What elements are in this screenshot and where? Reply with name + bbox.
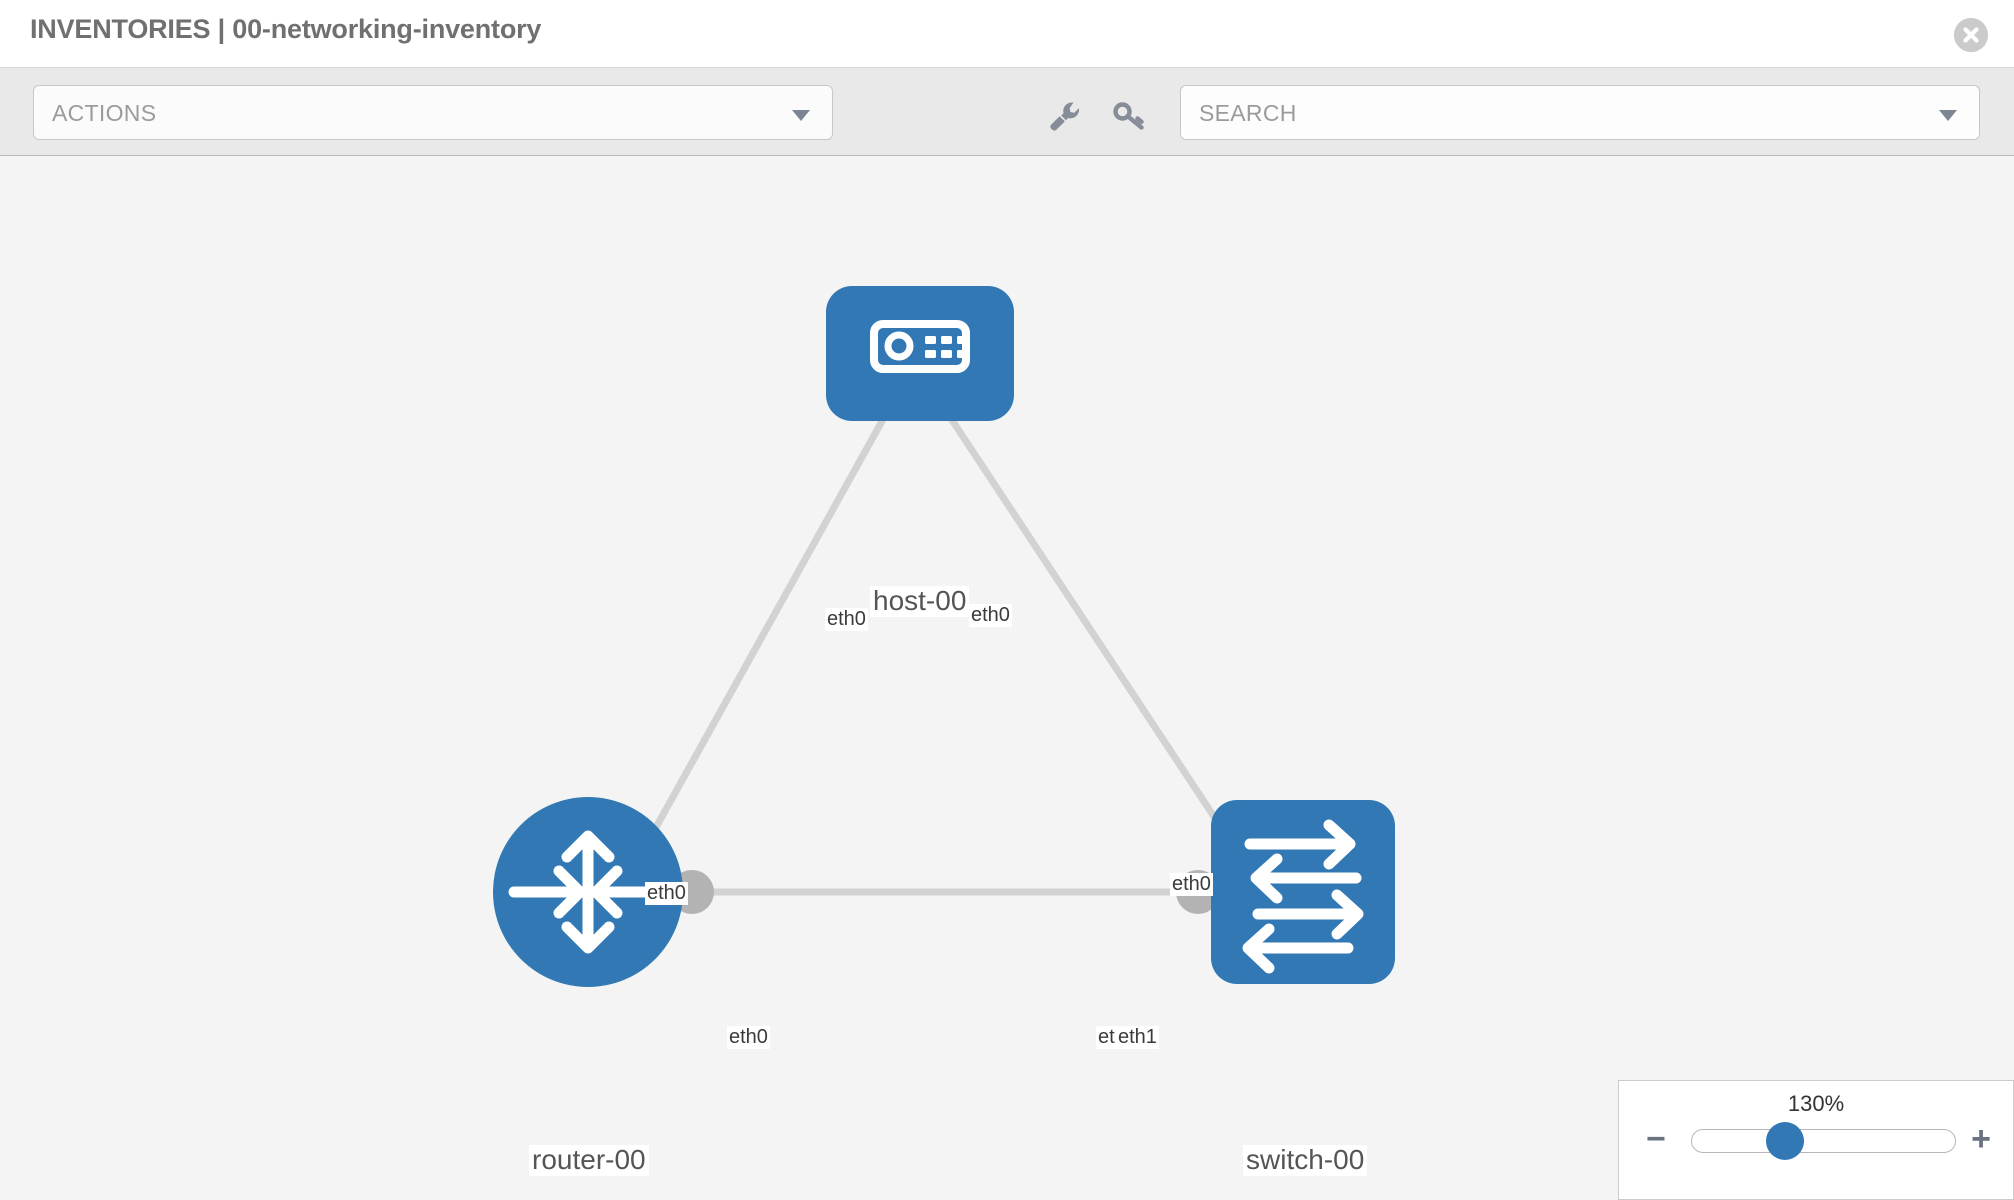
edge-label-switch-uplink: eth0 — [1170, 873, 1213, 896]
zoom-slider-track[interactable] — [1691, 1129, 1956, 1153]
key-icon[interactable] — [1108, 94, 1148, 134]
node-switch-00 — [1211, 800, 1395, 984]
edge-label-router-uplink: eth0 — [645, 882, 688, 905]
toolbar: ACTIONS SEARCH — [0, 68, 2014, 156]
zoom-level-value: 130% — [1787, 1091, 1845, 1116]
topology-canvas[interactable]: host-00 router-00 switch-00 eth0 eth0 et… — [0, 156, 2014, 1200]
search-placeholder: SEARCH — [1199, 100, 1297, 126]
zoom-out-button[interactable]: − — [1646, 1120, 1666, 1158]
chevron-down-icon — [1939, 110, 1957, 121]
edge-label-router-right: eth0 — [727, 1026, 770, 1049]
node-label-host-00: host-00 — [870, 585, 970, 617]
topology-links — [636, 412, 1243, 896]
node-host-00 — [826, 286, 1014, 421]
zoom-control-panel: 130% − + — [1618, 1080, 2014, 1200]
zoom-slider-thumb[interactable] — [1766, 1122, 1804, 1160]
edge-label-switch-left: eth1 — [1116, 1026, 1159, 1049]
actions-dropdown[interactable]: ACTIONS — [33, 85, 833, 140]
edge-label-host-right: eth0 — [969, 604, 1012, 627]
search-input[interactable]: SEARCH — [1180, 85, 1980, 140]
zoom-in-button[interactable]: + — [1971, 1120, 1991, 1158]
close-icon[interactable] — [1954, 18, 1988, 52]
window-header: INVENTORIES | 00-networking-inventory — [0, 0, 2014, 68]
wrench-icon[interactable] — [1043, 94, 1083, 134]
actions-dropdown-label: ACTIONS — [52, 100, 157, 126]
page-title: INVENTORIES | 00-networking-inventory — [30, 14, 542, 44]
chevron-down-icon — [792, 110, 810, 121]
edge-label-host-left: eth0 — [825, 608, 868, 631]
node-label-switch-00: switch-00 — [1243, 1144, 1368, 1176]
node-label-router-00: router-00 — [529, 1144, 649, 1176]
